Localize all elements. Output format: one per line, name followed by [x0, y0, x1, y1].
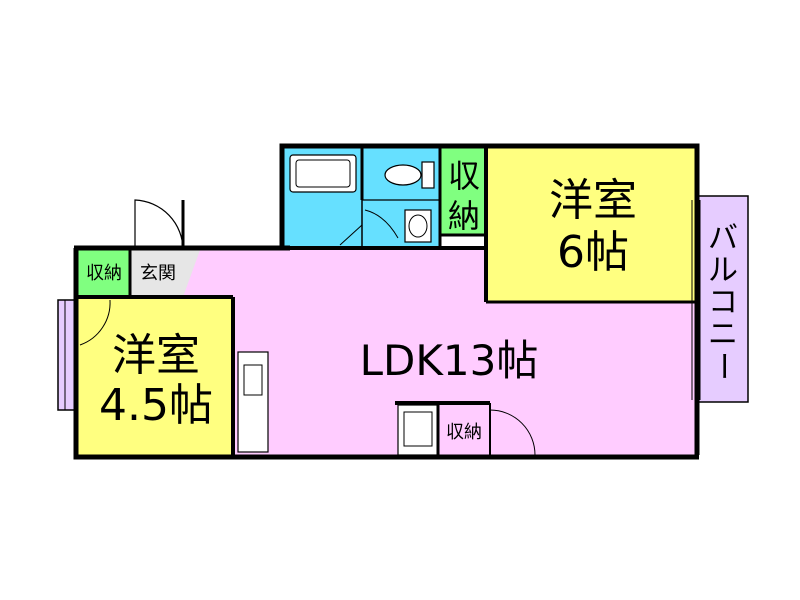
- closet-left: [78, 250, 130, 297]
- closet-right-line2: 納: [448, 197, 480, 235]
- ldk-label: LDK13帖: [360, 336, 539, 385]
- balcony-char-4: ニ: [708, 317, 738, 352]
- bedroom-right-size: 6帖: [557, 227, 629, 278]
- bedroom-left-size: 4.5帖: [99, 380, 213, 431]
- balcony-right: [697, 195, 749, 403]
- toilet-tank: [421, 161, 435, 189]
- bedroom-left: [78, 297, 233, 455]
- balcony-char-1: バ: [708, 221, 738, 256]
- closet-center-door: [489, 409, 536, 456]
- entrance-label: 玄関: [140, 263, 176, 284]
- bedroom-left-name: 洋室: [112, 330, 200, 381]
- entrance-door: [134, 199, 184, 251]
- balcony-char-3: コ: [708, 285, 738, 320]
- closet-right: [440, 148, 488, 235]
- bedroom-left-door: [79, 299, 111, 346]
- balcony-char-2: ル: [708, 253, 738, 288]
- closet-left-label: 収納: [86, 263, 122, 284]
- entrance: [130, 250, 200, 297]
- fridge-space: [397, 404, 439, 456]
- closet-center-label: 収納: [446, 422, 482, 443]
- bathtub: [289, 154, 357, 193]
- bedroom-right: [488, 148, 698, 302]
- closet-right-line1: 収: [448, 157, 480, 195]
- walls: [73, 143, 700, 460]
- toilet-bowl: [384, 164, 422, 186]
- ldk-floor: [183, 250, 698, 455]
- closet-center: [440, 405, 490, 455]
- bedroom-right-name: 洋室: [549, 175, 637, 226]
- balcony-char-5: ー: [705, 351, 740, 381]
